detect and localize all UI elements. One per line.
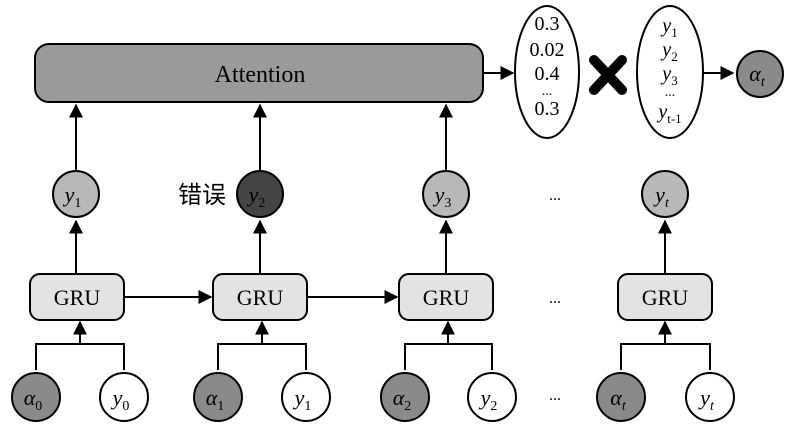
input-alpha-node-0 <box>11 372 61 422</box>
gru-ellipsis: ... <box>549 290 561 307</box>
input-y-label: yt <box>698 385 715 414</box>
weights-list: 0.3 0.02 0.4 ... 0.3 <box>530 13 565 120</box>
input-y-label: y1 <box>293 385 312 414</box>
gru-cell-t <box>617 273 713 321</box>
output-node-y2-error <box>236 170 284 218</box>
input-connector-3 <box>404 320 493 370</box>
weight-value: 0.3 <box>535 98 560 120</box>
input-alpha-node-2 <box>380 372 430 422</box>
output-node-y3 <box>422 170 470 218</box>
result-alpha-node <box>736 50 784 98</box>
output-node-label: yt <box>653 182 670 211</box>
result-alpha-label: αt <box>749 61 766 90</box>
output-node-label: y1 <box>63 182 82 211</box>
multiply-icon <box>589 55 627 95</box>
input-alpha-label: α0 <box>24 385 43 414</box>
input-y-label: y0 <box>111 385 130 414</box>
gru-label: GRU <box>423 285 470 310</box>
gru-label: GRU <box>237 285 284 310</box>
input-alpha-label: αt <box>610 385 627 414</box>
output-item: y3 <box>660 63 677 88</box>
weight-value: 0.4 <box>535 63 560 85</box>
output-node-y1 <box>52 170 100 218</box>
outputs-list: y1 y2 y3 ... yt-1 <box>656 15 681 126</box>
output-item: y1 <box>660 15 677 40</box>
weights-ellipse <box>514 5 580 139</box>
output-node-yt <box>641 170 689 218</box>
column-ellipsis: ... <box>549 187 561 204</box>
input-alpha-label: α1 <box>206 385 225 414</box>
input-connector-t <box>620 320 711 370</box>
input-y-node-0 <box>99 372 149 422</box>
gru-cell-3 <box>398 273 494 321</box>
attention-label: Attention <box>215 62 306 88</box>
weight-ellipsis: ... <box>542 84 553 99</box>
weight-value: 0.02 <box>530 39 565 61</box>
input-y-node-2 <box>467 372 517 422</box>
input-connector-1 <box>35 320 125 370</box>
output-node-label: y3 <box>433 182 452 211</box>
output-ellipsis: ... <box>665 85 676 100</box>
input-y-label: y2 <box>479 385 498 414</box>
input-alpha-node-t <box>596 372 646 422</box>
output-item: y2 <box>660 39 677 64</box>
gru-label: GRU <box>54 285 101 310</box>
input-ellipsis: ... <box>549 387 561 404</box>
input-alpha-label: α2 <box>393 385 412 414</box>
gru-label: GRU <box>642 285 689 310</box>
output-node-label: y2 <box>247 182 266 211</box>
input-y-node-t <box>685 372 735 422</box>
error-label: 错误 <box>178 181 226 209</box>
input-y-node-1 <box>281 372 331 422</box>
input-alpha-node-1 <box>193 372 243 422</box>
input-connector-2 <box>217 320 307 370</box>
weight-value: 0.3 <box>535 13 560 35</box>
output-item: yt-1 <box>656 101 681 126</box>
